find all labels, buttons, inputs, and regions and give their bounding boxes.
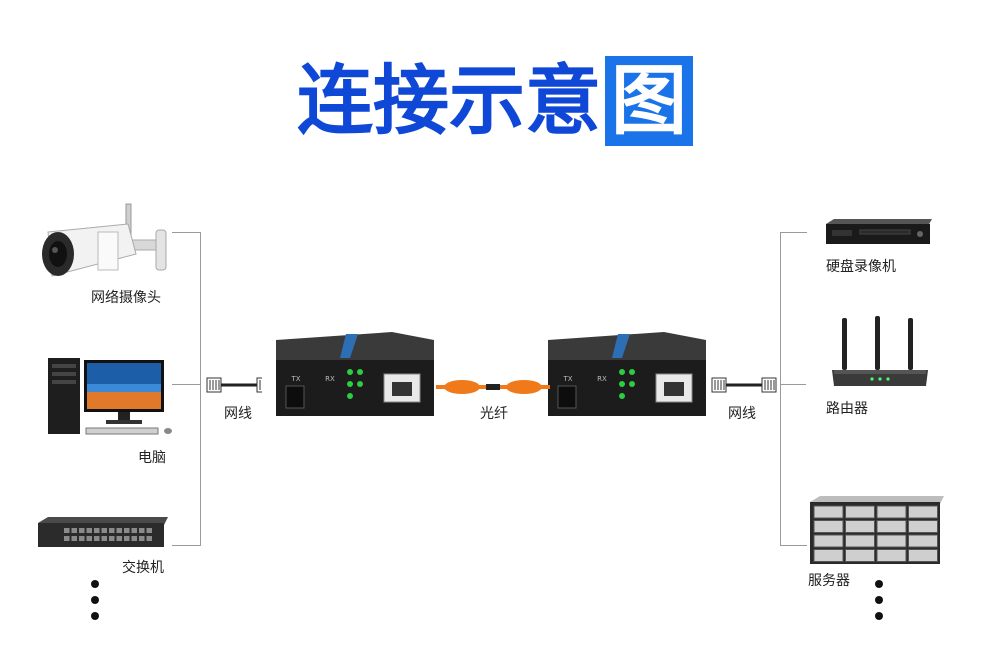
- nvr-recorder-icon: [826, 219, 932, 244]
- server-drive-bay: [845, 520, 875, 533]
- switch-port: [131, 536, 137, 541]
- port-rx-label: RX: [597, 375, 607, 383]
- device-label-camera: 网络摄像头: [91, 290, 161, 306]
- server-drive-bay: [876, 520, 907, 533]
- switch-port: [139, 536, 145, 541]
- right-ethernet-cable: [711, 377, 777, 393]
- server-drive-bay: [845, 549, 875, 562]
- right-cable-label: 网线: [728, 406, 756, 422]
- server-drive-bay: [813, 549, 844, 562]
- title-boxed-char: 图: [605, 56, 693, 146]
- server-drive-bay: [908, 505, 938, 519]
- switch-port: [146, 536, 152, 541]
- switch-port: [86, 528, 92, 533]
- switch-port: [131, 528, 137, 533]
- switch-port: [86, 536, 92, 541]
- more-devices-dot: [875, 580, 883, 588]
- switch-port: [116, 528, 122, 533]
- left-bracket-line: [172, 232, 201, 546]
- switch-port: [79, 528, 85, 533]
- switch-port: [124, 536, 130, 541]
- switch-port: [79, 536, 85, 541]
- switch-port: [71, 536, 77, 541]
- switch-port: [146, 528, 152, 533]
- switch-port: [101, 528, 107, 533]
- port-tx-label: TX: [290, 375, 300, 383]
- server-drive-bay: [876, 534, 907, 548]
- switch-port: [94, 528, 100, 533]
- left-bracket-mid: [172, 384, 200, 385]
- server-drive-bay: [908, 520, 938, 533]
- server-drive-bay: [845, 505, 875, 519]
- right-bracket-mid: [780, 384, 806, 385]
- fiber-label: 光纤: [480, 406, 508, 422]
- switch-port: [116, 536, 122, 541]
- switch-port: [139, 528, 145, 533]
- router-icon: [832, 316, 928, 386]
- network-switch-icon: [38, 517, 168, 547]
- desktop-computer-icon: [48, 358, 172, 435]
- switch-port: [71, 528, 77, 533]
- more-devices-dot: [91, 580, 99, 588]
- more-devices-dot: [91, 596, 99, 604]
- device-label-router: 路由器: [826, 401, 868, 417]
- server-drive-bay: [908, 549, 938, 562]
- fiber-optic-cable: [436, 380, 550, 394]
- more-devices-dot: [875, 612, 883, 620]
- ip-camera-icon: [42, 203, 167, 277]
- switch-port: [64, 528, 70, 533]
- server-drive-bay: [908, 534, 938, 548]
- switch-port: [109, 536, 115, 541]
- more-devices-dot: [91, 612, 99, 620]
- diagram-title: 连接示意图: [0, 56, 990, 146]
- switch-port: [109, 528, 115, 533]
- port-rx-label: RX: [325, 375, 335, 383]
- server-drive-bay: [813, 505, 844, 519]
- server-drive-bay: [813, 520, 844, 533]
- title-text: 连接示意: [297, 56, 601, 145]
- server-rack-icon: [810, 496, 944, 564]
- device-label-server: 服务器: [808, 573, 850, 589]
- switch-port: [124, 528, 130, 533]
- port-tx-label: TX: [562, 375, 572, 383]
- server-drive-bay: [876, 549, 907, 562]
- right-bracket-line: [780, 232, 807, 546]
- device-label-switch: 交换机: [122, 560, 164, 576]
- server-drive-bay: [876, 505, 907, 519]
- device-label-pc: 电脑: [138, 450, 166, 466]
- left-cable-label: 网线: [224, 406, 252, 422]
- switch-port: [94, 536, 100, 541]
- device-label-nvr: 硬盘录像机: [826, 259, 896, 275]
- server-drive-bay: [813, 534, 844, 548]
- server-drive-bay: [845, 534, 875, 548]
- switch-port: [64, 536, 70, 541]
- more-devices-dot: [875, 596, 883, 604]
- switch-port: [101, 536, 107, 541]
